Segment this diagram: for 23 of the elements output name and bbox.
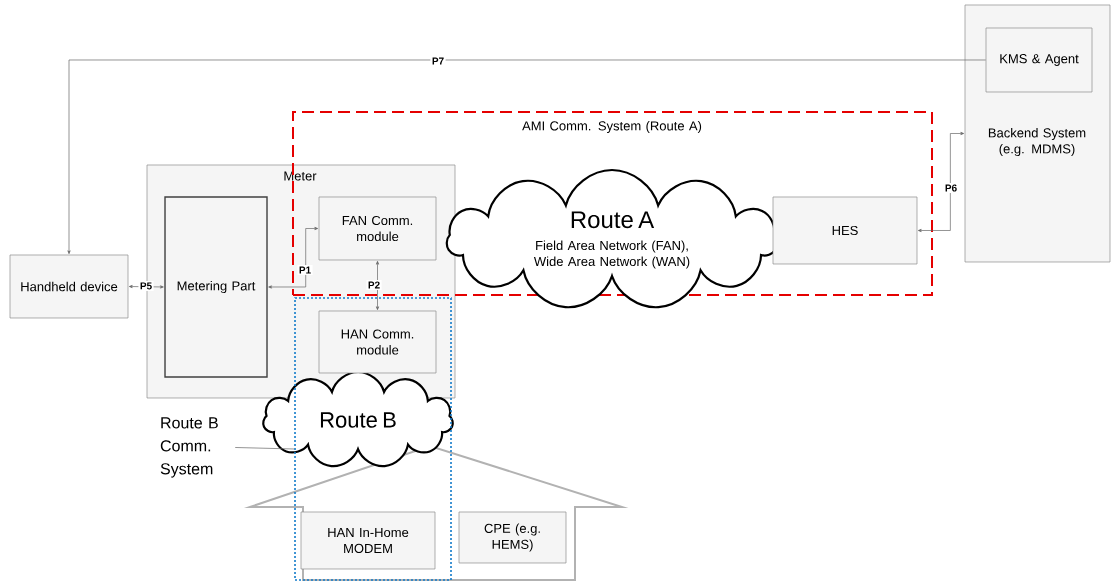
process-box: CPE (e.g. HEMS): [458, 511, 567, 564]
process-box: Handheld device: [9, 254, 129, 319]
process-box: HAN Comm. module: [318, 310, 437, 374]
process-box: FAN Comm. module: [318, 196, 437, 261]
arrow: [268, 226, 319, 289]
dotted-region: [294, 297, 452, 581]
process-box: HAN In-Home MODEM: [300, 511, 436, 570]
arrow: [375, 260, 380, 311]
edge-label: P2: [366, 280, 382, 290]
edge-label: P6: [943, 182, 959, 193]
edge-label: P1: [297, 265, 313, 275]
arrow: [917, 131, 965, 233]
callout-text: Route B Comm. System: [160, 417, 218, 478]
edge-label: P5: [138, 281, 154, 291]
network-cloud: Route B: [262, 370, 454, 468]
arrow: [128, 285, 164, 289]
edge-label: P7: [430, 56, 446, 66]
process-box: Metering Part: [164, 196, 268, 378]
leader-line: [234, 447, 295, 450]
process-box: KMS & Agent: [985, 27, 1093, 93]
arrow: [67, 59, 986, 255]
process-box: HES: [772, 196, 918, 265]
network-cloud: Route A Field Area Network (FAN), Wide Area Network (WAN): [445, 168, 779, 309]
